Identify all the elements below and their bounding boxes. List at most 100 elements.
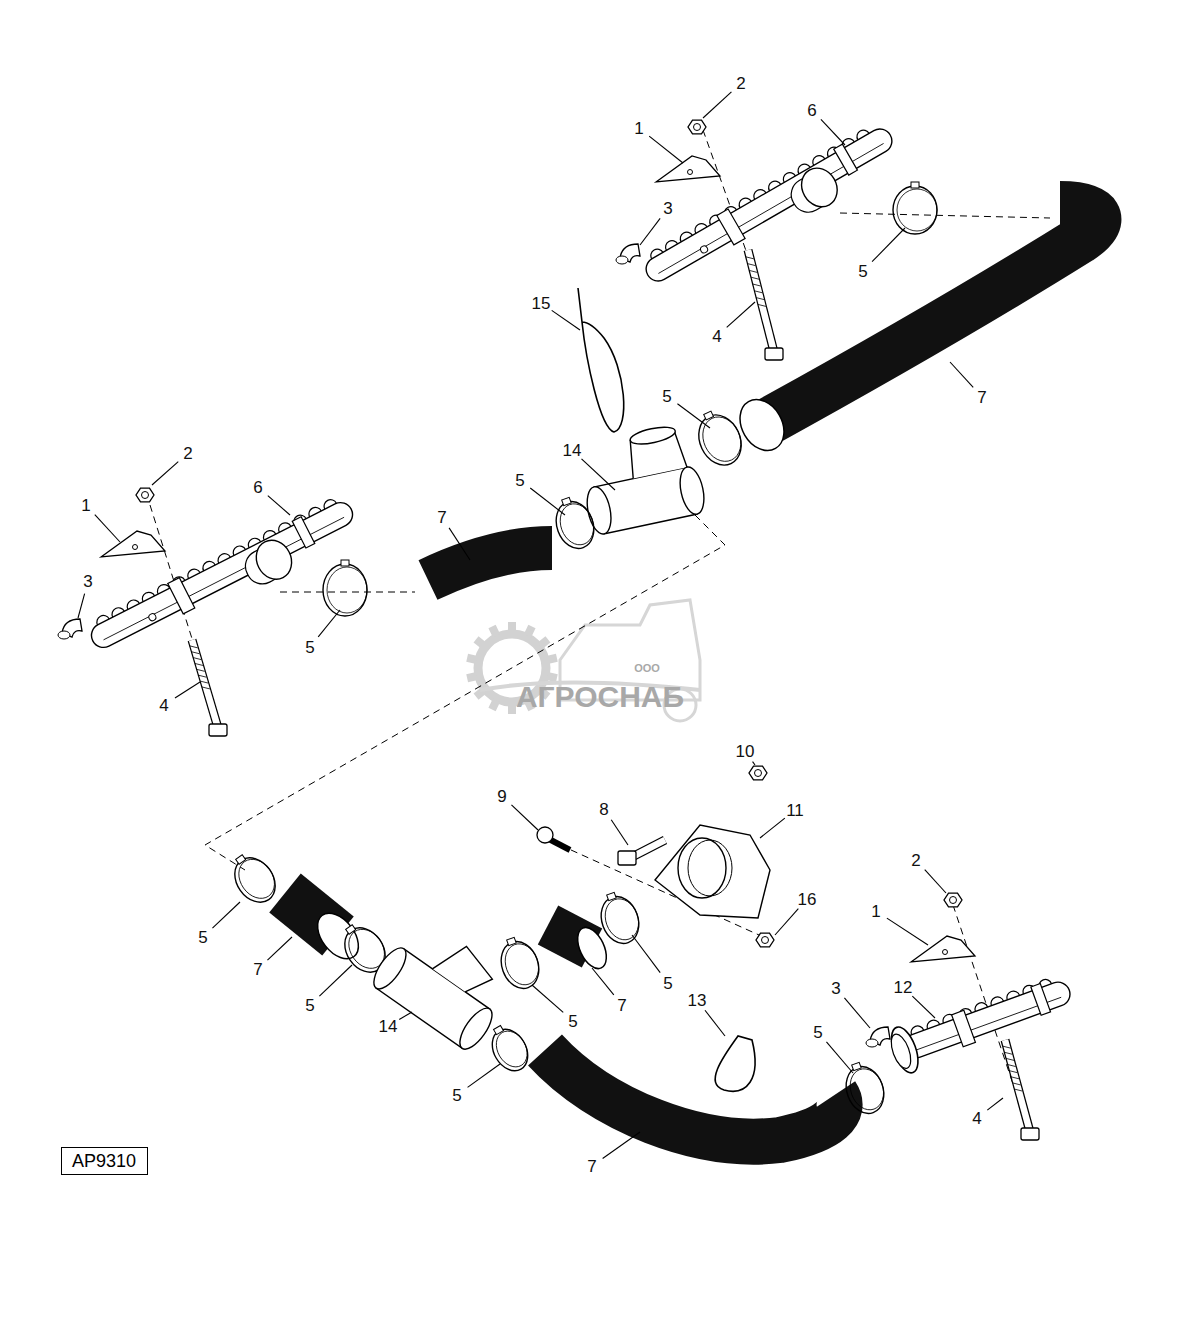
bolt	[190, 640, 227, 736]
clamp-screw	[562, 497, 572, 505]
hose-clamp	[689, 404, 749, 472]
manifold-bracket	[292, 517, 315, 548]
adapter-plate	[655, 825, 770, 918]
leader-line	[530, 488, 565, 515]
leader-line	[175, 682, 200, 698]
leader-line	[912, 996, 935, 1018]
clamp-band-inner	[490, 1026, 533, 1073]
clamp-band	[893, 186, 937, 234]
leader-line	[318, 610, 340, 637]
callout-number: 5	[196, 928, 209, 947]
nut-hole	[950, 897, 957, 904]
nut	[688, 120, 706, 134]
manifold-body	[642, 125, 896, 286]
manifold-body	[87, 498, 356, 651]
bolt-thread	[753, 284, 761, 286]
leader-line	[925, 870, 946, 893]
leader-line	[640, 218, 660, 245]
leader-line	[268, 496, 290, 515]
manifold-bracket	[834, 144, 858, 175]
bracket-hole	[688, 170, 693, 175]
leader-line	[532, 985, 563, 1012]
callout-number: 5	[811, 1023, 824, 1042]
watermark-tooth	[546, 654, 558, 664]
bolt-thread	[1014, 1089, 1022, 1091]
callout-number: 7	[975, 388, 988, 407]
clamp-screw	[852, 1062, 862, 1070]
callout-number: 9	[495, 787, 508, 806]
watermark-tooth	[474, 636, 487, 648]
manifold-outlet	[887, 1032, 914, 1071]
bolt-head	[209, 724, 227, 736]
manifold-outlet	[795, 162, 844, 214]
clamp-band	[691, 408, 749, 472]
manifold-hole	[699, 245, 709, 255]
tee-fitting	[368, 912, 520, 1054]
tee-opening	[368, 943, 412, 994]
nut-hole	[755, 770, 762, 777]
nut-hole	[694, 124, 701, 131]
manifold	[885, 968, 1077, 1077]
hose-clamp	[839, 1058, 891, 1119]
manifold-body	[901, 979, 1074, 1061]
leader-line	[987, 1098, 1003, 1110]
callout-number: 14	[561, 441, 584, 460]
callout-number: 15	[530, 294, 553, 313]
clamp-band-inner	[500, 939, 544, 989]
clamp-screw	[494, 1025, 504, 1034]
callout-number: 13	[686, 991, 709, 1010]
bolt-thread	[1013, 1083, 1021, 1085]
callout-number: 11	[784, 801, 806, 820]
leader-line	[592, 968, 614, 995]
hose-clamp	[483, 1019, 535, 1077]
tee-opening	[676, 465, 707, 517]
callout-number: 5	[660, 387, 673, 406]
leader-line	[511, 805, 538, 830]
leader-line	[821, 119, 845, 145]
hose-clamp	[549, 493, 601, 554]
bolt-thread	[197, 669, 205, 671]
bolt-thread	[1006, 1058, 1014, 1060]
manifold	[639, 119, 906, 301]
bolt-thread	[191, 652, 199, 654]
screw-head	[537, 827, 553, 843]
bolt-thread	[200, 681, 208, 683]
nut-hole	[762, 937, 769, 944]
bracket	[656, 156, 720, 182]
manifold	[84, 493, 364, 668]
clamp-band-inner	[555, 499, 599, 549]
hose-clamp	[594, 888, 646, 949]
nut	[944, 893, 962, 907]
bolt-thread	[1011, 1077, 1019, 1079]
leader-line	[950, 362, 973, 387]
bracket-hole	[943, 950, 948, 955]
manifold-bracket	[168, 578, 195, 614]
tee-branch	[432, 938, 499, 1001]
clamp-band-inner	[600, 894, 644, 944]
clamp-band-inner	[327, 567, 367, 613]
leader-line	[267, 937, 292, 960]
tee-opening	[629, 424, 677, 447]
watermark-tooth	[488, 699, 500, 711]
callout-number: 4	[157, 696, 170, 715]
leader-line	[152, 462, 178, 485]
bolt-shank	[1005, 1040, 1030, 1132]
center-line	[205, 515, 725, 870]
clamp-screw	[346, 925, 356, 935]
strap	[578, 288, 624, 432]
bolt-thread	[195, 663, 203, 665]
callout-number: 5	[856, 262, 869, 281]
bolt-thread	[1003, 1046, 1011, 1048]
leader-line	[705, 1010, 725, 1036]
leader-line	[95, 515, 120, 542]
callout-number: 5	[661, 974, 674, 993]
callout-number: 12	[892, 978, 915, 997]
callout-number: 14	[377, 1017, 400, 1036]
manifold-flange	[886, 1024, 923, 1077]
hose-clamp	[494, 933, 546, 994]
bolt-thread	[749, 270, 757, 272]
bolt-shank-outline	[1005, 1040, 1030, 1132]
leader-line	[319, 965, 352, 996]
callout-number: 1	[79, 496, 92, 515]
